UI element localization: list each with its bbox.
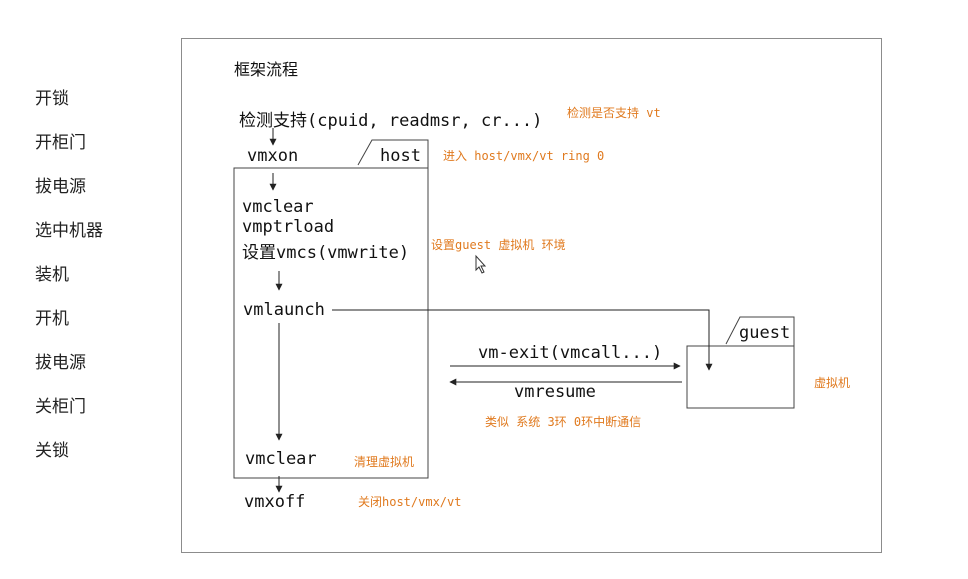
step-item: 开锁: [35, 89, 69, 109]
vmxon-note: 进入 host/vmx/vt ring 0: [443, 149, 605, 163]
step-item: 开柜门: [35, 133, 86, 153]
step-item: 开机: [35, 309, 69, 329]
check-support-label: 检测支持(cpuid, readmsr, cr...): [239, 111, 543, 131]
guest-box: [686, 345, 795, 409]
transition-note: 类似 系统 3环 0环中断通信: [485, 415, 642, 429]
vmwrite-note: 设置guest 虚拟机 环境: [431, 238, 566, 252]
diagram-title: 框架流程: [234, 60, 299, 79]
vmptrload-label: vmptrload: [242, 217, 335, 237]
check-support-note: 检测是否支持 vt: [567, 106, 661, 120]
vmclear-label: vmclear: [242, 197, 314, 217]
step-item: 拔电源: [35, 353, 86, 373]
diagram-frame: [181, 38, 882, 553]
vm-exit-label: vm-exit(vmcall...): [478, 343, 663, 363]
vmxon-label: vmxon: [247, 146, 299, 166]
host-tab: [357, 139, 429, 168]
step-item: 选中机器: [35, 221, 103, 241]
guest-tab: [725, 316, 795, 346]
vmxoff-label: vmxoff: [244, 492, 306, 512]
step-item: 关柜门: [35, 397, 86, 417]
vmresume-label: vmresume: [514, 382, 596, 402]
guest-label: guest: [739, 323, 791, 343]
vmxoff-note: 关闭host/vmx/vt: [358, 495, 462, 509]
host-label: host: [380, 146, 421, 166]
vmclear-end-note: 清理虚拟机: [354, 455, 415, 469]
step-item: 装机: [35, 265, 69, 285]
step-item: 关锁: [35, 441, 69, 461]
arrow-vmlaunch-to-guest: [332, 309, 713, 371]
vmclear-end-label: vmclear: [245, 449, 317, 469]
cursor-icon: [475, 254, 487, 274]
vmwrite-label: 设置vmcs(vmwrite): [242, 243, 410, 263]
host-box: [233, 167, 429, 479]
guest-note: 虚拟机: [814, 376, 851, 390]
step-item: 拔电源: [35, 177, 86, 197]
vmlaunch-label: vmlaunch: [243, 300, 325, 320]
